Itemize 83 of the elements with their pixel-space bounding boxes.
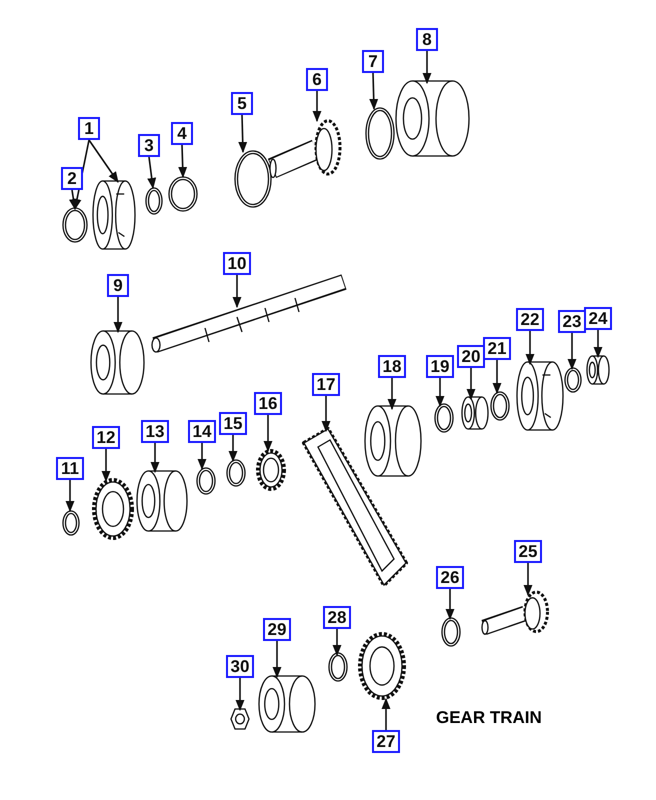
callout-number: 1 [78, 117, 100, 140]
leader-line [236, 678, 244, 712]
seal-drawing [62, 207, 88, 243]
snap-ring-drawing [490, 391, 510, 421]
callout-number: 15 [219, 412, 247, 435]
sprocket-drawing [92, 478, 134, 540]
snap-ring-drawing [564, 367, 582, 393]
leader-line [382, 698, 390, 730]
bearing-drawing [90, 330, 145, 395]
callout-number: 19 [426, 355, 454, 378]
leader-line [147, 156, 156, 190]
leader-line [422, 51, 432, 84]
callout-number: 10 [223, 252, 251, 275]
callout-number: 9 [107, 274, 129, 297]
snap-ring-drawing [441, 617, 461, 647]
leader-line [524, 563, 532, 596]
leader-line [264, 415, 272, 452]
callout-number: 27 [372, 730, 400, 753]
snap-ring-drawing [434, 403, 454, 433]
leader-line [102, 449, 110, 482]
leader-line [492, 360, 502, 394]
leader-line [446, 589, 454, 620]
leader-line [150, 443, 160, 474]
callout-number: 18 [378, 355, 406, 378]
callout-number: 16 [254, 392, 282, 415]
leader-line [238, 114, 248, 154]
leader-line [272, 641, 282, 678]
leader-line [312, 91, 322, 122]
leader-line [369, 72, 378, 110]
callout-number: 13 [141, 420, 169, 443]
housing-drawing [258, 675, 316, 733]
leader-line [526, 331, 534, 366]
thrust-plate-drawing [234, 150, 272, 208]
leader-line [198, 443, 206, 470]
nut-drawing [230, 708, 250, 730]
leader-line [232, 275, 242, 308]
snap-ring-drawing [328, 652, 348, 682]
callout-number: 14 [188, 420, 216, 443]
callout-number: 3 [138, 134, 160, 157]
callout-number: 22 [516, 308, 544, 331]
leader-line [388, 378, 396, 410]
callout-number: 21 [483, 337, 511, 360]
snap-ring-drawing [145, 187, 163, 215]
bearing-drawing [226, 459, 246, 487]
callout-number: 25 [514, 540, 542, 563]
seal-drawing [586, 355, 610, 385]
callout-number: 23 [558, 310, 586, 333]
gear-drawing [256, 449, 286, 491]
diagram-caption: GEAR TRAIN [436, 708, 542, 728]
leader-line [436, 378, 444, 408]
callout-number: 12 [92, 426, 120, 449]
leader-line [88, 140, 119, 183]
hub-drawing [136, 470, 188, 532]
callout-number: 24 [584, 307, 612, 330]
leader-line [114, 297, 122, 334]
callout-number: 2 [61, 167, 83, 190]
callout-number: 28 [323, 606, 351, 629]
callout-number: 20 [457, 345, 485, 368]
callout-number: 26 [436, 566, 464, 589]
callout-number: 17 [312, 373, 340, 396]
leader-line [466, 368, 476, 400]
gasket-drawing [365, 107, 395, 160]
leader-line [178, 144, 188, 178]
snap-ring-drawing [168, 176, 198, 212]
drum-drawing [364, 405, 422, 477]
callout-number: 6 [306, 68, 328, 91]
sprocket-drawing [358, 632, 406, 700]
callout-number: 4 [171, 122, 193, 145]
callout-number: 7 [362, 50, 384, 73]
hub-drawing [92, 180, 136, 250]
leader-line [594, 330, 602, 358]
callout-number: 5 [231, 92, 253, 115]
retainer-drawing [516, 361, 564, 431]
leader-line [66, 480, 74, 512]
housing-drawing [395, 80, 470, 157]
callout-number: 29 [263, 618, 291, 641]
snap-ring-drawing [62, 510, 80, 536]
bearing-drawing [196, 467, 216, 495]
bearing-drawing [461, 396, 489, 430]
callout-number: 11 [56, 457, 84, 480]
callout-number: 8 [416, 28, 438, 51]
leader-line [228, 435, 238, 462]
callout-number: 30 [226, 655, 254, 678]
